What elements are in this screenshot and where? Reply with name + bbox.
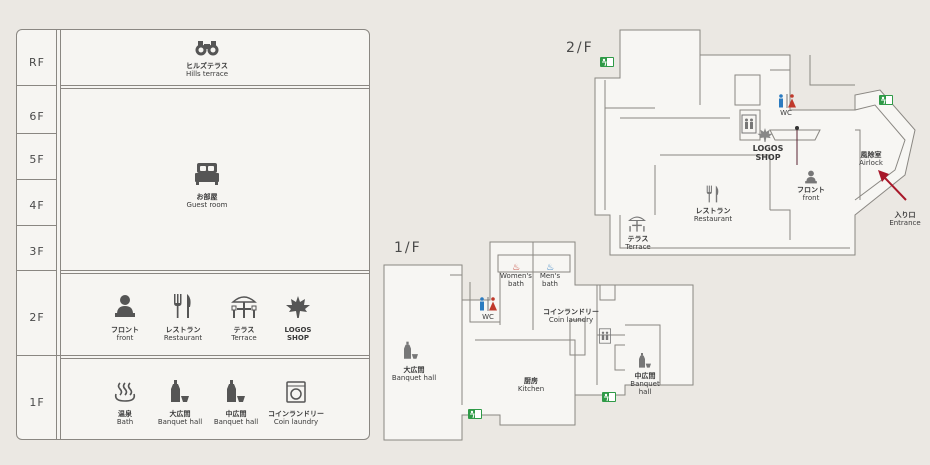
emergency-exit-sign	[602, 392, 616, 402]
sep	[17, 179, 56, 180]
sep	[60, 88, 370, 89]
floor-column-divider	[56, 30, 57, 439]
sep	[60, 85, 370, 86]
washing-machine-icon	[286, 381, 306, 403]
maple-leaf-icon	[286, 296, 310, 318]
sep	[17, 225, 56, 226]
binoculars-icon	[195, 41, 219, 56]
floor-label-4f: 4F	[29, 199, 45, 212]
terrace-icon	[628, 216, 646, 232]
sep	[17, 270, 56, 271]
hot-spring-icon	[114, 382, 136, 402]
sep	[60, 273, 370, 274]
elevator-icon-1f	[599, 328, 611, 344]
fork-knife-icon	[706, 185, 719, 203]
receptionist-icon	[115, 295, 135, 317]
sake-icon-1f	[404, 341, 418, 359]
plan-1f-title: 1/F	[394, 240, 422, 256]
floor-label-3f: 3F	[29, 245, 45, 258]
terrace-icon	[231, 296, 257, 318]
sake-icon-1f-mid	[639, 353, 651, 368]
sake-icon-2	[227, 380, 245, 402]
floor-label-2f: 2F	[29, 311, 45, 324]
wc-label-1f: WC	[482, 313, 494, 321]
emergency-exit-sign	[600, 57, 614, 67]
restroom-icon	[779, 94, 796, 108]
floor-label-5f: 5F	[29, 153, 45, 166]
maple-leaf-icon	[757, 128, 773, 142]
sep	[17, 133, 56, 134]
sep	[60, 270, 370, 271]
restroom-icon-1f	[480, 297, 497, 311]
plan-2f-title: 2/F	[566, 40, 594, 56]
elevator-icon	[741, 114, 757, 134]
floor-label-rf: RF	[29, 56, 45, 69]
sep	[17, 85, 56, 86]
emergency-exit-sign	[468, 409, 482, 419]
sep	[17, 355, 370, 356]
floor-label-1f: 1F	[29, 396, 45, 409]
floor-label-6f: 6F	[29, 110, 45, 123]
floor-column-divider-inner	[60, 30, 61, 439]
sake-icon	[171, 380, 189, 402]
wc-label-2f: WC	[780, 109, 792, 117]
receptionist-icon	[805, 170, 817, 184]
sep	[60, 358, 370, 359]
bed-icon	[195, 163, 219, 185]
fork-knife-icon	[174, 294, 191, 318]
emergency-exit-sign	[879, 95, 893, 105]
